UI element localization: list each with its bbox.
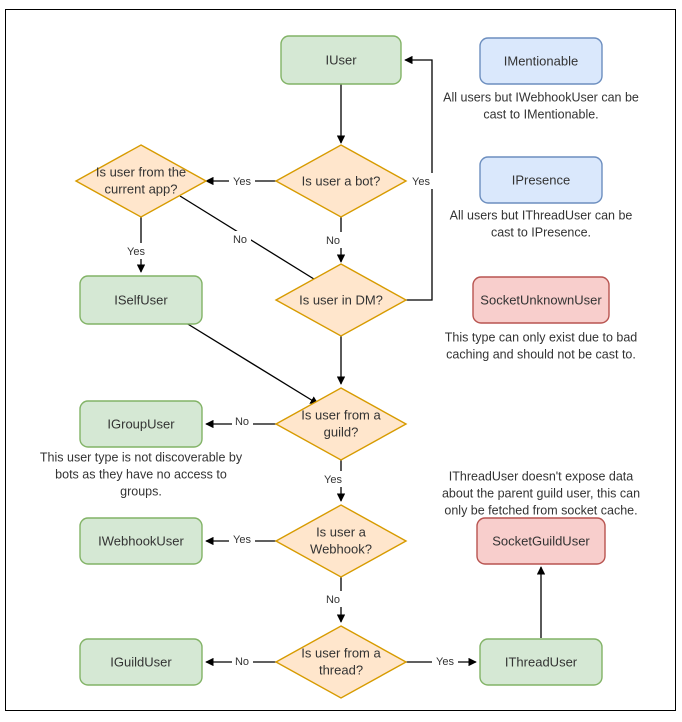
- node-label-line2: Webhook?: [310, 541, 372, 556]
- note-igroupuser: This user type is not discoverable by bo…: [40, 450, 243, 498]
- node-label-line1: Is user from a: [301, 645, 381, 660]
- edge-label-text: Yes: [412, 176, 430, 188]
- node-label: IThreadUser: [505, 654, 578, 669]
- edge-label-text: No: [233, 234, 247, 246]
- node-layer: IUser Is user a bot? Is user from the cu…: [74, 35, 610, 699]
- node-label: IGroupUser: [107, 416, 175, 431]
- edge-label-layer: Yes No Yes No Yes No: [123, 173, 458, 669]
- node-label: IUser: [325, 52, 357, 67]
- node-label: IWebhookUser: [98, 533, 184, 548]
- edge-label-text: Yes: [233, 534, 251, 546]
- edge-label-text: Yes: [436, 656, 454, 668]
- node-is-user-a-webhook[interactable]: Is user a Webhook?: [274, 504, 408, 578]
- edge-label-text: No: [235, 416, 249, 428]
- note-line: IThreadUser doesn't expose data: [449, 469, 633, 483]
- edge-label-isbot-no: No: [323, 232, 344, 248]
- note-line: about the parent guild user, this can: [442, 486, 640, 500]
- node-label-line1: Is user a: [316, 524, 367, 539]
- node-label: IGuildUser: [110, 654, 172, 669]
- edge-label-text: No: [326, 594, 340, 606]
- node-label-line2: thread?: [319, 662, 363, 677]
- edge-iselfuser-to-fromguild: [177, 317, 319, 405]
- edge-label-fromapp-yes: Yes: [123, 243, 149, 259]
- edge-label-fromapp-no: No: [230, 231, 251, 247]
- note-line: cast to IMentionable.: [483, 107, 598, 121]
- node-label: Is user a bot?: [302, 173, 381, 188]
- node-label-line2: guild?: [324, 424, 359, 439]
- node-iwebhookuser[interactable]: IWebhookUser: [79, 517, 203, 565]
- node-ithreaduser[interactable]: IThreadUser: [479, 638, 603, 686]
- node-label: SocketGuildUser: [492, 533, 590, 548]
- node-label: SocketUnknownUser: [480, 292, 602, 307]
- node-is-user-from-thread[interactable]: Is user from a thread?: [274, 625, 408, 699]
- node-label: ISelfUser: [114, 292, 168, 307]
- note-line: This user type is not discoverable by: [40, 450, 243, 464]
- edge-label-webhook-no: No: [323, 591, 344, 607]
- edge-label-indm-yes: Yes: [408, 173, 434, 189]
- edge-label-text: Yes: [233, 176, 251, 188]
- note-ipresence: All users but IThreadUser can be cast to…: [450, 208, 633, 239]
- edge-label-text: No: [326, 235, 340, 247]
- node-iuser[interactable]: IUser: [280, 35, 402, 85]
- edge-label-fromthread-no: No: [232, 653, 253, 669]
- node-is-user-from-current-app[interactable]: Is user from the current app?: [74, 144, 208, 218]
- note-line: All users but IWebhookUser can be: [443, 90, 639, 104]
- node-ipresence[interactable]: IPresence: [479, 156, 603, 204]
- note-line: This type can only exist due to bad: [445, 330, 638, 344]
- node-is-user-a-bot[interactable]: Is user a bot?: [274, 144, 408, 218]
- edge-label-fromguild-yes: Yes: [320, 471, 346, 487]
- edge-label-isbot-yes: Yes: [229, 173, 255, 189]
- edge-label-fromguild-no: No: [232, 413, 253, 429]
- note-socketguilduser: IThreadUser doesn't expose data about th…: [442, 469, 640, 517]
- node-label-line1: Is user from the: [96, 164, 186, 179]
- node-socketguilduser[interactable]: SocketGuildUser: [476, 517, 606, 565]
- note-socketunknownuser: This type can only exist due to bad cach…: [445, 330, 638, 361]
- note-line: cast to IPresence.: [491, 225, 591, 239]
- note-line: All users but IThreadUser can be: [450, 208, 633, 222]
- node-socketunknownuser[interactable]: SocketUnknownUser: [472, 276, 610, 324]
- node-label: IMentionable: [504, 53, 578, 68]
- edge-label-text: Yes: [324, 474, 342, 486]
- node-label-line1: Is user from a: [301, 407, 381, 422]
- edge-label-text: Yes: [127, 246, 145, 258]
- edge-label-text: No: [235, 656, 249, 668]
- node-iguilduser[interactable]: IGuildUser: [79, 638, 203, 686]
- edge-label-webhook-yes: Yes: [229, 531, 255, 547]
- node-imentionable[interactable]: IMentionable: [479, 37, 603, 85]
- edge-label-fromthread-yes: Yes: [432, 653, 458, 669]
- note-line: caching and should not be cast to.: [446, 347, 636, 361]
- node-label: Is user in DM?: [299, 292, 383, 307]
- note-line: only be fetched from socket cache.: [444, 503, 637, 517]
- note-line: bots as they have no access to: [55, 467, 227, 481]
- note-imentionable: All users but IWebhookUser can be cast t…: [443, 90, 639, 121]
- note-layer: All users but IWebhookUser can be cast t…: [40, 90, 640, 517]
- node-iselfuser[interactable]: ISelfUser: [79, 275, 203, 325]
- node-label: IPresence: [512, 172, 571, 187]
- node-label-line2: current app?: [105, 181, 178, 196]
- node-is-user-in-dm[interactable]: Is user in DM?: [274, 263, 408, 337]
- note-line: groups.: [120, 484, 162, 498]
- node-is-user-from-guild[interactable]: Is user from a guild?: [274, 387, 408, 461]
- node-igroupuser[interactable]: IGroupUser: [79, 400, 203, 448]
